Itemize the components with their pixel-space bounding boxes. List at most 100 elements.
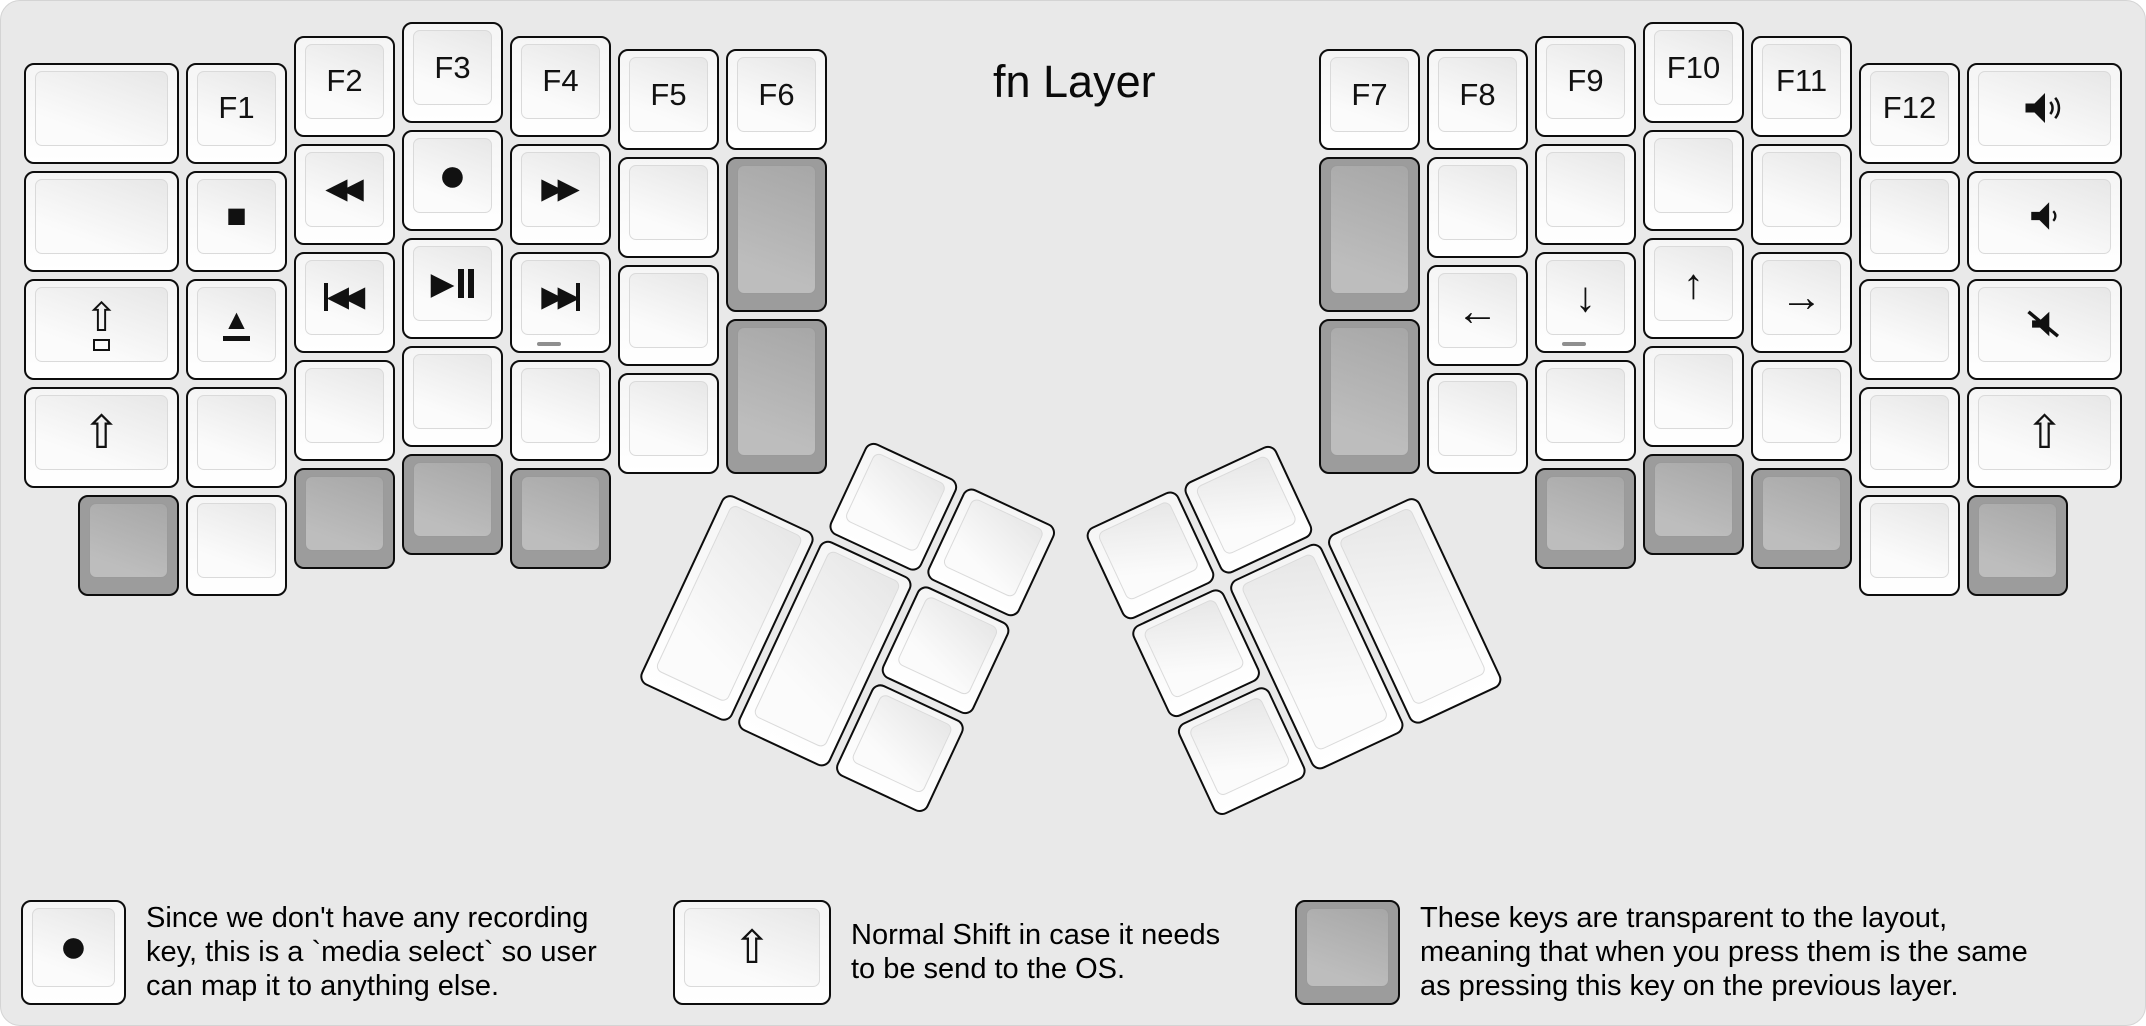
key-f7[interactable]: F7 — [1319, 49, 1420, 150]
key-arrow-down[interactable]: ↓ — [1535, 251, 1636, 353]
key-blank[interactable] — [1427, 373, 1528, 474]
key-play-pause[interactable]: ▶ — [402, 238, 503, 339]
keycap-surface — [1546, 475, 1625, 551]
keycap-surface: ● — [32, 907, 115, 987]
key-f5[interactable]: F5 — [618, 49, 719, 150]
key-transparent[interactable] — [1643, 454, 1744, 555]
key-fast-forward[interactable]: ▶▶ — [510, 143, 611, 245]
key-f9[interactable]: F9 — [1535, 35, 1636, 137]
key-blank[interactable] — [1535, 359, 1636, 461]
key-f2[interactable]: F2 — [294, 35, 395, 137]
key-blank[interactable] — [1859, 170, 1960, 272]
key-blank[interactable] — [618, 265, 719, 366]
key-f11[interactable]: F11 — [1751, 35, 1852, 137]
key-label: F1 — [218, 90, 255, 125]
key-transparent[interactable] — [1319, 157, 1420, 312]
key-transparent[interactable] — [1751, 467, 1852, 569]
key-transparent[interactable] — [78, 494, 179, 596]
arrow-up-icon: ↑ — [1683, 259, 1704, 307]
key-f8[interactable]: F8 — [1427, 49, 1528, 150]
key-transparent[interactable] — [510, 467, 611, 569]
key-next-track[interactable]: ▶▶ — [510, 251, 611, 353]
keycap-surface: ● — [413, 138, 492, 213]
key-stop[interactable]: ■ — [186, 170, 287, 272]
keycap-surface: F11 — [1762, 43, 1841, 119]
key-blank[interactable] — [186, 494, 287, 596]
key-shift[interactable]: ⇧ — [24, 386, 179, 488]
legend-line: These keys are transparent to the layout… — [1420, 902, 1948, 934]
legend-line: meaning that when you press them is the … — [1420, 936, 2028, 968]
keycap-surface: ◀◀ — [305, 259, 384, 335]
key-blank[interactable] — [1859, 386, 1960, 488]
keycap-surface — [1978, 502, 2057, 578]
key-blank[interactable] — [510, 359, 611, 461]
key-f6[interactable]: F6 — [726, 49, 827, 150]
key-blank[interactable] — [618, 373, 719, 474]
key-transparent[interactable] — [726, 157, 827, 312]
key-volume-down[interactable] — [1967, 170, 2122, 272]
key-blank[interactable] — [1859, 494, 1960, 596]
shift-icon: ⇧ — [2025, 406, 2064, 458]
shift-icon: ⇧ — [82, 406, 121, 458]
key-transparent[interactable] — [1535, 467, 1636, 569]
key-blank[interactable] — [1751, 143, 1852, 245]
keycap-surface — [1870, 286, 1949, 362]
keycap-surface: → — [1762, 259, 1841, 335]
key-blank[interactable] — [1427, 157, 1528, 258]
key-transparent[interactable] — [402, 454, 503, 555]
key-blank[interactable] — [294, 359, 395, 461]
key-transparent[interactable] — [1967, 494, 2068, 596]
record-icon: ● — [59, 920, 88, 973]
key-caps-lock[interactable]: ⇧ — [24, 278, 179, 380]
key-blank[interactable] — [1535, 143, 1636, 245]
keycap-surface: F5 — [629, 57, 708, 132]
keycap-surface: F6 — [737, 57, 816, 132]
key-blank[interactable] — [1643, 346, 1744, 447]
key-f3[interactable]: F3 — [402, 22, 503, 123]
key-mute[interactable] — [1967, 278, 2122, 380]
key-blank[interactable] — [402, 346, 503, 447]
key-blank[interactable] — [1643, 130, 1744, 231]
key-shift[interactable]: ⇧ — [1967, 386, 2122, 488]
keycap-surface: ▶▶ — [521, 151, 600, 227]
key-blank[interactable] — [186, 386, 287, 488]
keycap-surface: F9 — [1546, 43, 1625, 119]
keycap-surface — [35, 70, 168, 146]
key-prev-track[interactable]: ◀◀ — [294, 251, 395, 353]
stop-icon: ■ — [226, 197, 247, 235]
key-f1[interactable]: F1 — [186, 62, 287, 164]
key-blank[interactable] — [618, 157, 719, 258]
previous-track-icon: ◀◀ — [323, 282, 366, 312]
key-transparent[interactable] — [726, 319, 827, 474]
key-rewind[interactable]: ◀◀ — [294, 143, 395, 245]
layer-title: fn Layer — [993, 56, 1156, 107]
keycap-surface — [1438, 165, 1517, 240]
keycap-surface — [1654, 462, 1733, 537]
key-f12[interactable]: F12 — [1859, 62, 1960, 164]
legend-line: key, this is a `media select` so user — [146, 936, 597, 968]
front-legend-dash — [1562, 341, 1587, 346]
keycap-surface — [629, 165, 708, 240]
key-eject[interactable]: ▲ — [186, 278, 287, 380]
key-arrow-up[interactable]: ↑ — [1643, 238, 1744, 339]
key-f10[interactable]: F10 — [1643, 22, 1744, 123]
key-transparent[interactable] — [294, 467, 395, 569]
key-transparent[interactable] — [1319, 319, 1420, 474]
key-f4[interactable]: F4 — [510, 35, 611, 137]
key-arrow-left[interactable]: ← — [1427, 265, 1528, 366]
key-arrow-right[interactable]: → — [1751, 251, 1852, 353]
key-volume-up[interactable] — [1967, 62, 2122, 164]
legend-line: Normal Shift in case it needs — [851, 919, 1221, 951]
legend-description: These keys are transparent to the layout… — [1420, 901, 2028, 1003]
key-blank[interactable] — [1859, 278, 1960, 380]
key-blank[interactable] — [24, 62, 179, 164]
key-record[interactable]: ● — [402, 130, 503, 231]
key-blank[interactable] — [1751, 359, 1852, 461]
key-label: F7 — [1351, 76, 1388, 112]
record-icon: ● — [438, 148, 467, 202]
keycap-surface — [305, 367, 384, 443]
key-blank[interactable] — [24, 170, 179, 272]
